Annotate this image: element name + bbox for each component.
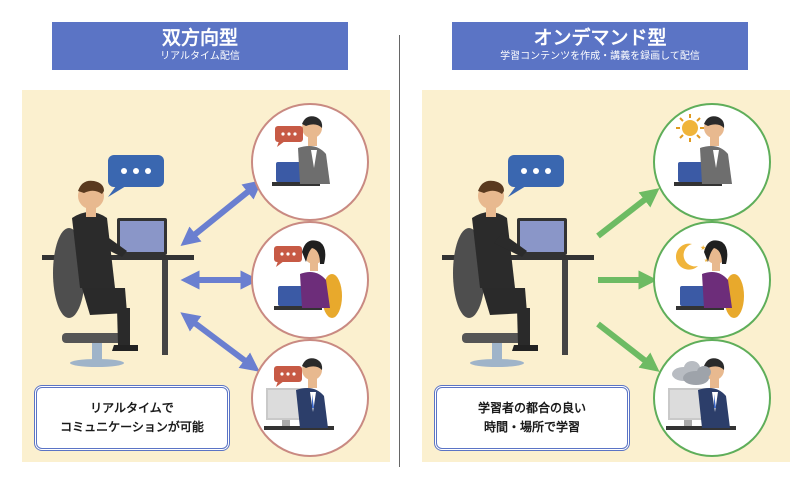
center-divider (399, 35, 400, 467)
right-caption: 学習者の都合の良い 時間・場所で学習 (434, 385, 630, 451)
right-header-title: オンデマンド型 (533, 27, 667, 49)
right-caption-line-2: 時間・場所で学習 (483, 420, 580, 434)
right-teacher (442, 180, 594, 367)
left-header: 双方向型 リアルタイム配信 (52, 22, 348, 70)
right-caption-line-1: 学習者の都合の良い (477, 401, 586, 415)
left-arrow-top (180, 179, 263, 247)
right-arrow-top (596, 188, 660, 239)
right-header-subtitle: 学習コンテンツを作成・講義を録画して配信 (500, 51, 700, 62)
right-header: オンデマンド型 学習コンテンツを作成・講義を録画して配信 (452, 22, 748, 70)
left-teacher (42, 180, 194, 367)
left-caption-line-2: コミュニケーションが可能 (60, 420, 204, 434)
left-header-title: 双方向型 (161, 27, 238, 49)
left-chat-bubble (108, 155, 164, 197)
left-caption-line-1: リアルタイムで (90, 401, 174, 415)
left-header-subtitle: リアルタイム配信 (160, 51, 240, 62)
right-arrow-bottom (596, 321, 660, 372)
left-caption: リアルタイムで コミュニケーションが可能 (34, 385, 230, 451)
right-chat-bubble (508, 155, 564, 197)
left-arrow-bottom (180, 312, 260, 372)
